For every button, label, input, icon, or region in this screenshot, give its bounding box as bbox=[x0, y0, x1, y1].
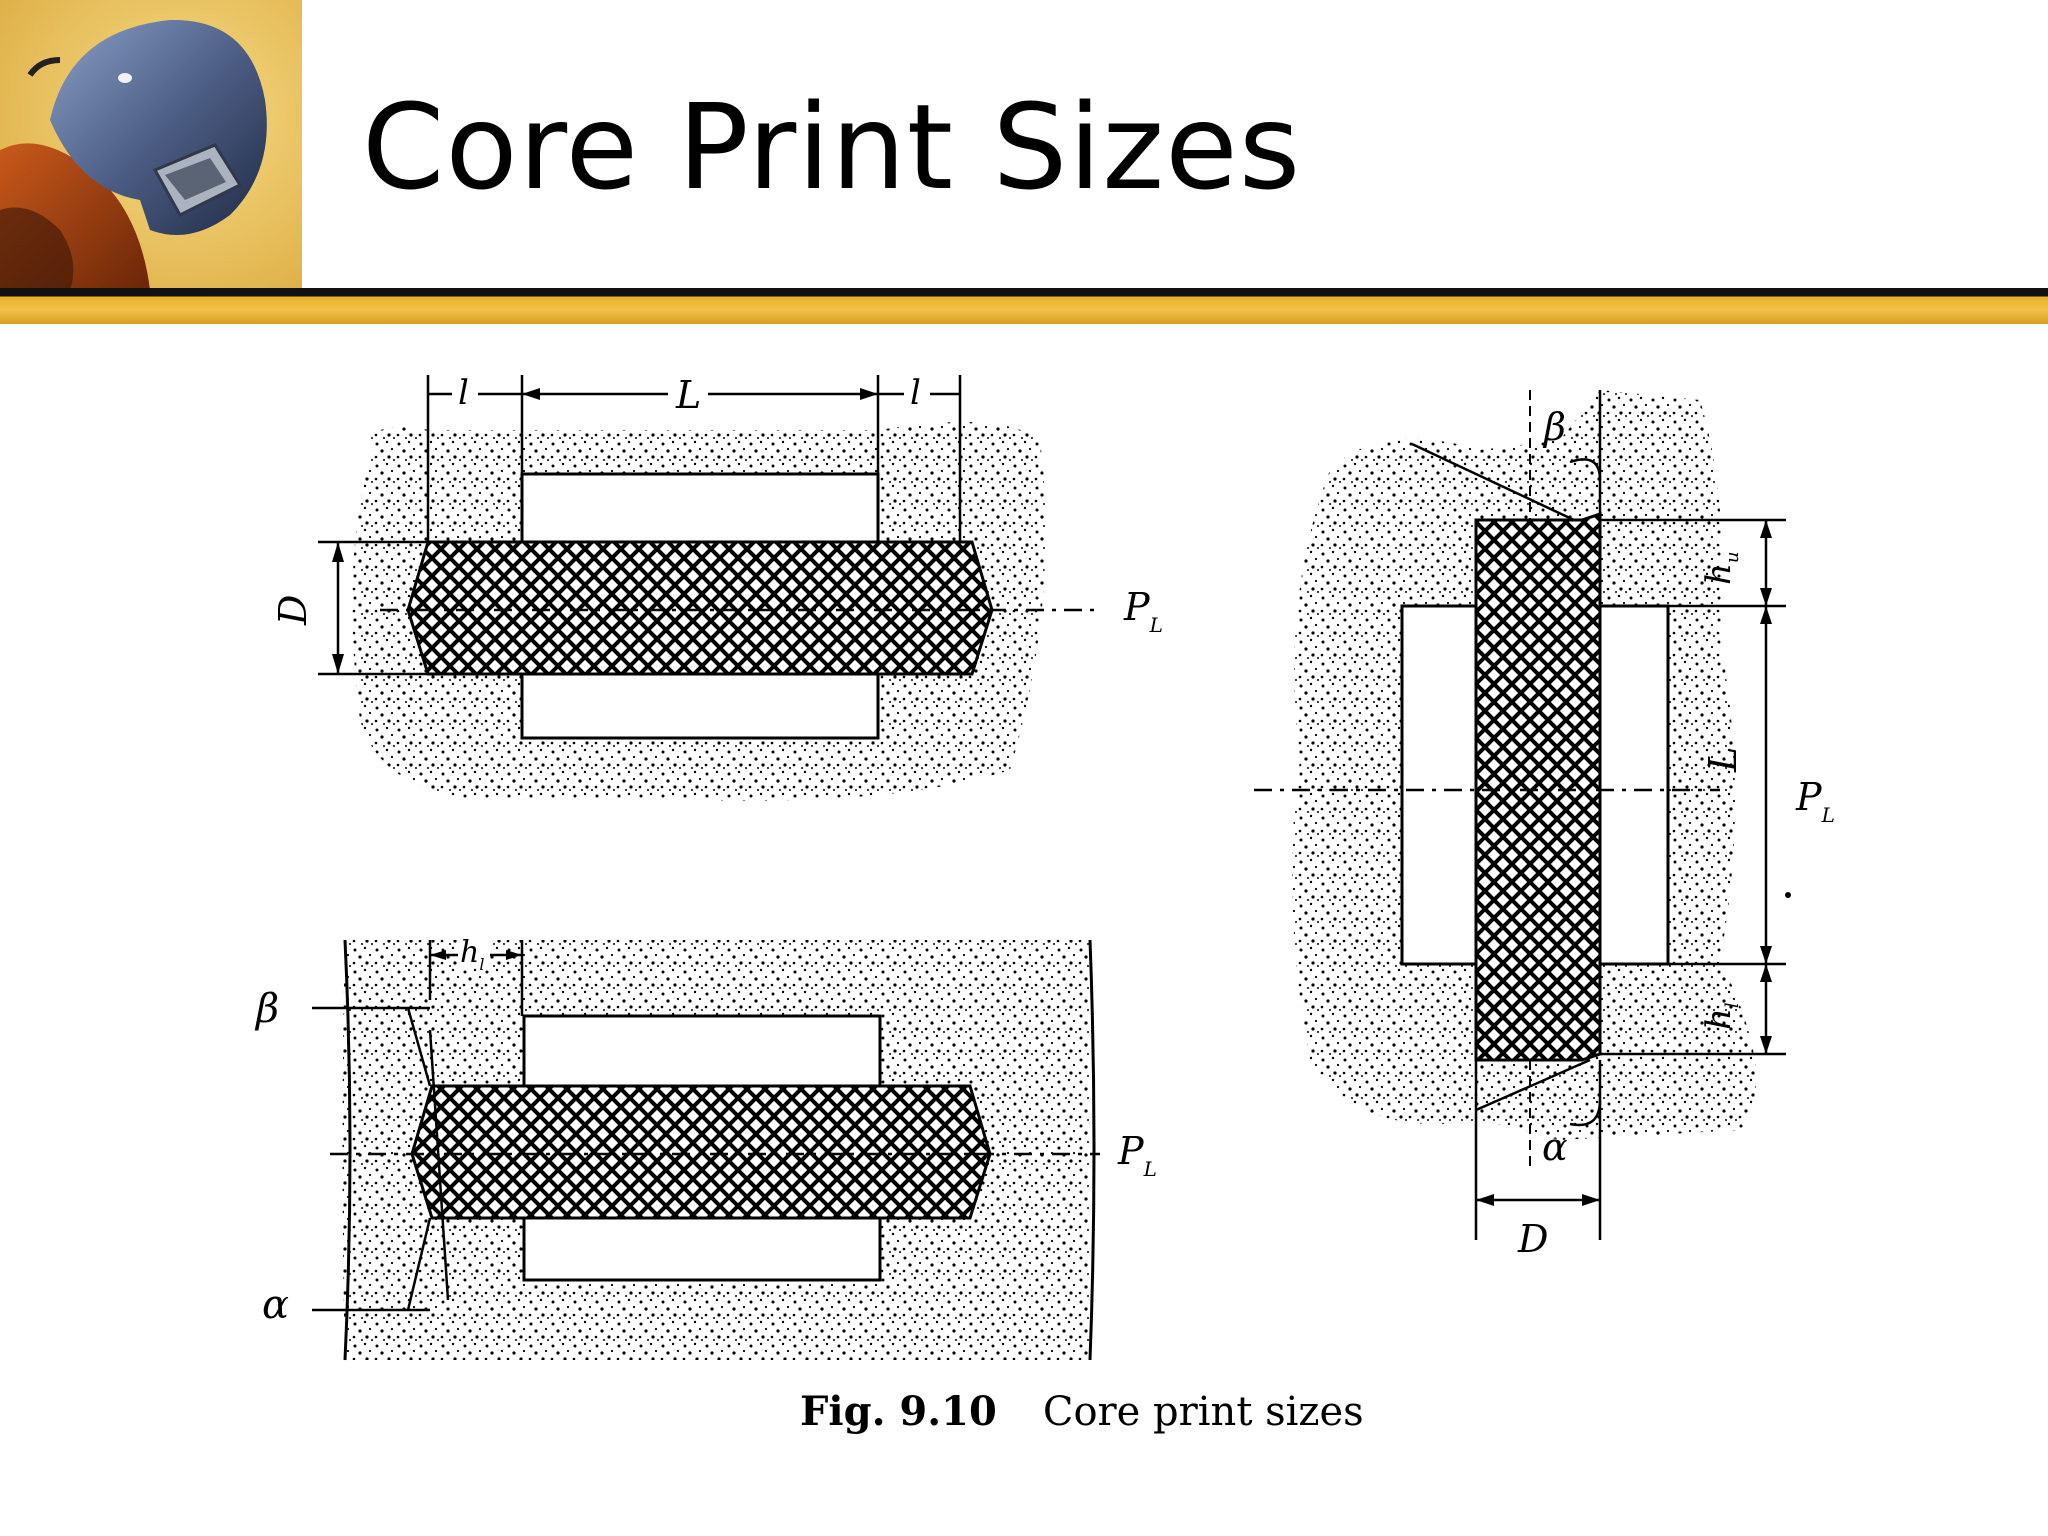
caption-text: Core print sizes bbox=[1042, 1389, 1364, 1435]
label-l-right: l bbox=[910, 373, 921, 413]
label-beta-right: β bbox=[1542, 405, 1566, 449]
horizontal-core-diagram: l L l D PL bbox=[271, 373, 1163, 801]
label-hu-right: hu bbox=[1699, 552, 1743, 586]
label-D-top: D bbox=[271, 595, 315, 626]
label-PL-bottom: PL bbox=[1117, 1129, 1157, 1181]
label-alpha-right: α bbox=[1542, 1125, 1568, 1169]
vertical-core-diagram: β α D hu L hl PL bbox=[1254, 390, 1835, 1261]
label-D-right: D bbox=[1517, 1217, 1548, 1261]
label-h1-bottom: hl bbox=[460, 935, 484, 974]
welder-mask-logo-icon bbox=[0, 0, 302, 290]
core-right bbox=[1474, 511, 1602, 1062]
horizontal-core-tapered-diagram: β α hl PL bbox=[254, 935, 1157, 1361]
label-PL-right: PL bbox=[1795, 775, 1835, 827]
core bbox=[406, 540, 994, 676]
header-divider-bar bbox=[0, 288, 2048, 324]
label-L-top: L bbox=[675, 373, 701, 417]
label-PL-top: PL bbox=[1123, 585, 1163, 637]
label-l-left: l bbox=[458, 373, 469, 413]
core-bottom bbox=[410, 1084, 992, 1220]
label-hl-right: hl bbox=[1699, 1002, 1743, 1030]
slide-title: Core Print Sizes bbox=[362, 78, 1302, 216]
label-beta-bottom: β bbox=[254, 986, 279, 1032]
figure-caption: Fig. 9.10 Core print sizes bbox=[800, 1388, 1364, 1435]
caption-number: Fig. 9.10 bbox=[800, 1388, 997, 1435]
label-L-right: L bbox=[1701, 747, 1745, 773]
label-alpha-bottom: α bbox=[262, 1282, 289, 1328]
